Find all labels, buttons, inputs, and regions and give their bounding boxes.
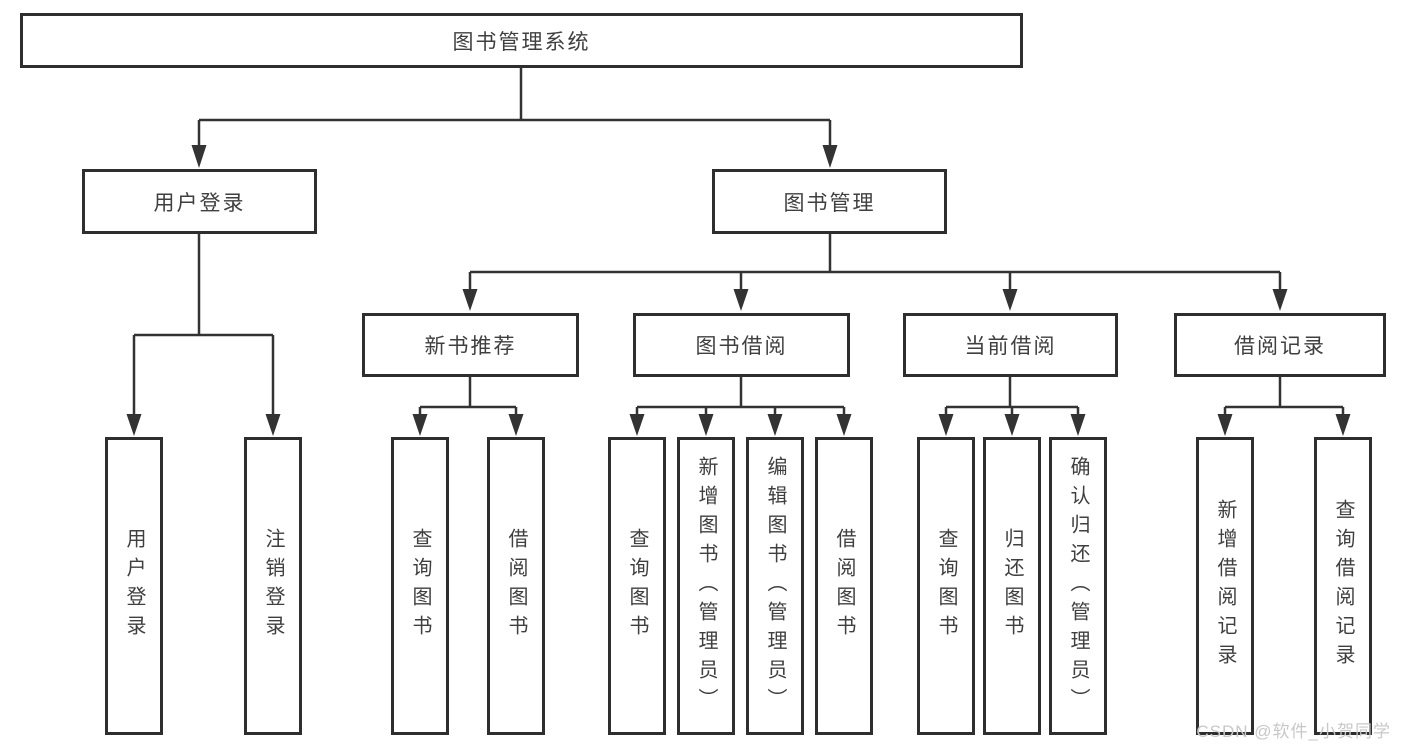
leaf-add-books-admin: 新增图书（管理员）: [677, 437, 735, 735]
leaf-label: 借阅图书: [833, 528, 855, 644]
leaf-label: 归还图书: [1001, 528, 1023, 644]
leaf-label: 新增借阅记录: [1214, 499, 1236, 673]
node-user-login: 用户登录: [82, 169, 317, 234]
node-current-borrow: 当前借阅: [903, 313, 1118, 377]
leaf-query-books-recommend: 查询图书: [391, 437, 449, 735]
leaf-query-borrow-record: 查询借阅记录: [1314, 437, 1372, 735]
csdn-watermark: CSDN @软件_小贺同学: [1196, 722, 1391, 741]
node-book-borrow: 图书借阅: [633, 313, 850, 377]
leaf-confirm-return-admin: 确认归还（管理员）: [1049, 437, 1107, 735]
leaf-logout: 注销登录: [244, 437, 302, 735]
leaf-query-books-borrow: 查询图书: [608, 437, 666, 735]
leaf-return-books: 归还图书: [983, 437, 1041, 735]
leaf-label: 注销登录: [262, 528, 284, 644]
leaf-user-login: 用户登录: [105, 437, 163, 735]
leaf-label: 编辑图书（管理员）: [764, 455, 786, 717]
node-new-book-recommend: 新书推荐: [362, 313, 579, 377]
leaf-label: 用户登录: [123, 528, 145, 644]
leaf-label: 查询图书: [935, 528, 957, 644]
arrowhead-icons: [126, 145, 1351, 436]
leaf-label: 确认归还（管理员）: [1067, 455, 1089, 717]
leaf-add-borrow-record: 新增借阅记录: [1196, 437, 1254, 735]
leaf-label: 查询图书: [626, 528, 648, 644]
leaf-label: 借阅图书: [505, 528, 527, 644]
leaf-edit-books-admin: 编辑图书（管理员）: [746, 437, 804, 735]
leaf-borrow-books: 借阅图书: [815, 437, 873, 735]
leaf-query-books-current: 查询图书: [917, 437, 975, 735]
node-borrow-records: 借阅记录: [1174, 313, 1386, 377]
leaf-label: 查询借阅记录: [1332, 499, 1354, 673]
node-book-management: 图书管理: [712, 169, 947, 234]
node-root: 图书管理系统: [20, 13, 1023, 68]
leaf-borrow-books-recommend: 借阅图书: [487, 437, 545, 735]
leaf-label: 新增图书（管理员）: [695, 455, 717, 717]
connector-paths: [132, 68, 1345, 415]
leaf-label: 查询图书: [409, 528, 431, 644]
